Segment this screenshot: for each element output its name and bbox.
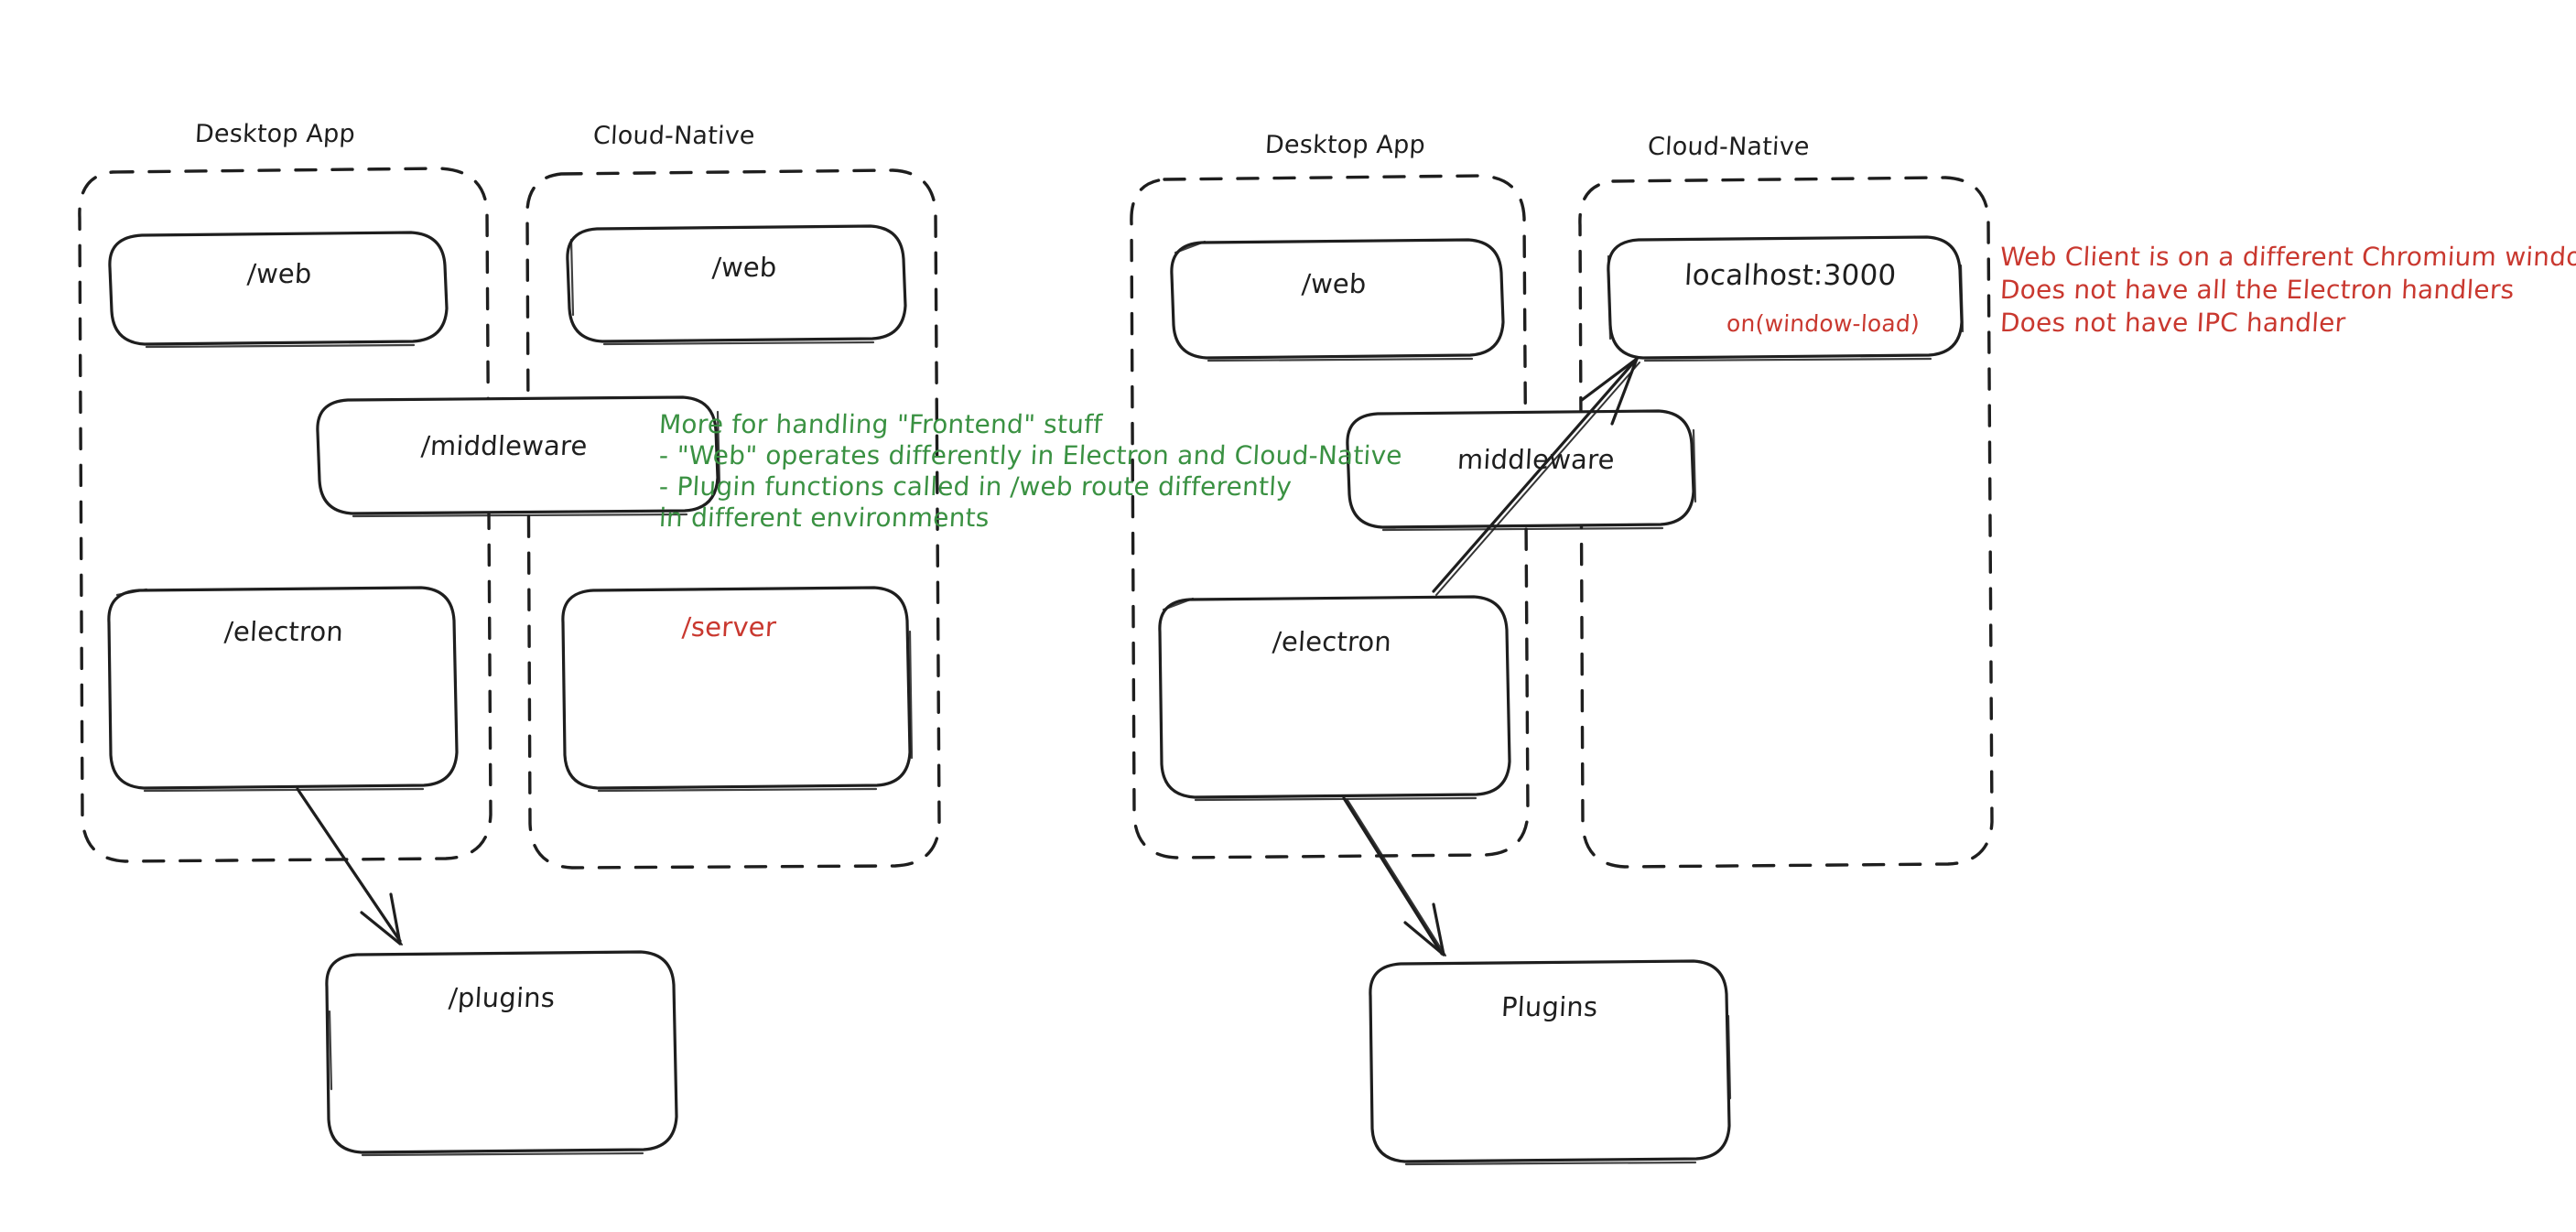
right-group-cloud-native-border: [1578, 176, 1994, 869]
left-note-green-line-4: in different environments: [658, 503, 990, 533]
left-node-label-plugins[interactable]: /plugins: [448, 982, 557, 1013]
right-node-sublabel-on-window-load: on(window-load): [1726, 310, 1921, 337]
left-arrow-electron-to-plugins: [296, 787, 403, 946]
right-node-middleware-shape: [1346, 409, 1697, 532]
left-note-green-line-2: - "Web" operates differently in Electron…: [658, 440, 1403, 470]
right-note-red-line-2: Does not have all the Electron handlers: [1999, 275, 2516, 305]
right-node-label-plugins[interactable]: Plugins: [1500, 991, 1599, 1022]
right-node-localhost-shape: [1607, 235, 1964, 362]
right-node-plugins-shape: [1369, 959, 1732, 1166]
left-node-label-electron[interactable]: /electron: [223, 616, 344, 647]
right-node-electron-shape: [1158, 595, 1511, 802]
right-group-label-cloud-native: Cloud-Native: [1647, 133, 1811, 161]
left-node-server-shape: [561, 586, 914, 793]
left-node-middleware-shape: [316, 395, 721, 518]
right-group-desktop-app-border: [1130, 174, 1530, 859]
left-note-green-line-1: More for handling "Frontend" stuff: [658, 409, 1104, 439]
left-group-label-cloud-native: Cloud-Native: [592, 122, 756, 150]
right-group-label-desktop-app: Desktop App: [1264, 131, 1426, 159]
left-node-label-middleware[interactable]: /middleware: [420, 430, 589, 461]
left-node-web-desktop-shape: [108, 231, 449, 349]
left-node-plugins-shape: [325, 950, 678, 1157]
left-node-electron-shape: [107, 586, 459, 793]
right-note-red-line-1: Web Client is on a different Chromium wi…: [1999, 242, 2576, 272]
right-note-red-line-3: Does not have IPC handler: [1999, 308, 2347, 338]
left-node-label-server[interactable]: /server: [681, 611, 777, 643]
left-note-green-line-3: - Plugin functions called in /web route …: [658, 471, 1293, 502]
left-node-label-web-desktop[interactable]: /web: [246, 258, 313, 289]
right-node-label-middleware[interactable]: middleware: [1456, 444, 1616, 475]
right-arrow-electron-to-plugins: [1342, 796, 1446, 956]
right-node-web-desktop-shape: [1170, 238, 1505, 362]
right-arrow-electron-to-localhost: [1432, 357, 1640, 596]
right-node-label-electron[interactable]: /electron: [1272, 626, 1392, 657]
left-group-cloud-native-border: [525, 168, 941, 870]
right-node-label-web-desktop[interactable]: /web: [1301, 268, 1368, 299]
left-node-label-web-cloud[interactable]: /web: [711, 252, 778, 283]
left-group-desktop-app-border: [78, 167, 492, 863]
right-node-label-localhost[interactable]: localhost:3000: [1683, 259, 1898, 292]
left-node-web-cloud-shape: [566, 224, 907, 346]
left-group-label-desktop-app: Desktop App: [194, 120, 356, 148]
